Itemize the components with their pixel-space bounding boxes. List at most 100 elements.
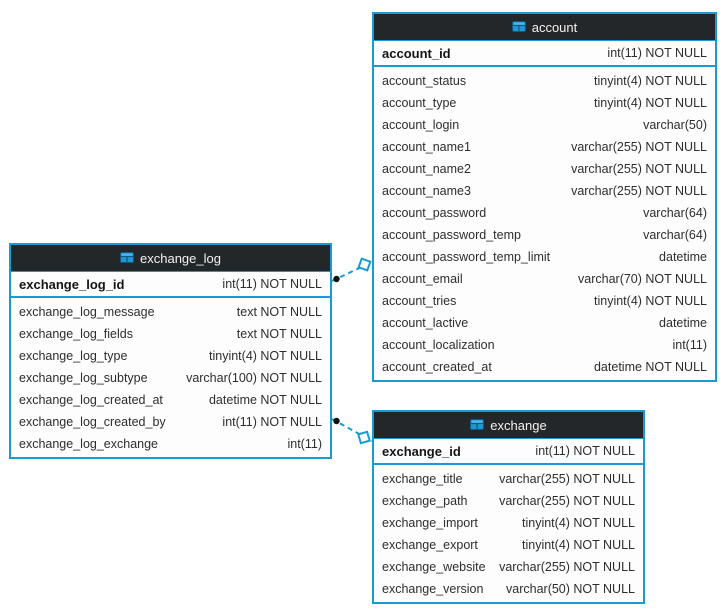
column-type: int(11) NOT NULL — [222, 277, 322, 291]
column-type: tinyint(4) NOT NULL — [522, 538, 635, 552]
column-name: account_login — [382, 118, 460, 132]
column-name: account_created_at — [382, 360, 492, 374]
field-row[interactable]: account_created_at datetime NOT NULL — [374, 356, 715, 378]
column-name: exchange_import — [382, 516, 478, 530]
column-type: tinyint(4) NOT NULL — [594, 74, 707, 88]
column-type: int(11) NOT NULL — [222, 415, 322, 429]
column-type: varchar(64) — [643, 228, 707, 242]
column-name: exchange_log_fields — [19, 327, 133, 341]
field-row[interactable]: exchange_export tinyint(4) NOT NULL — [374, 534, 643, 556]
field-row[interactable]: account_password varchar(64) — [374, 202, 715, 224]
column-type: int(11) NOT NULL — [607, 46, 707, 60]
column-name: exchange_website — [382, 560, 486, 574]
column-type: varchar(100) NOT NULL — [186, 371, 322, 385]
relationship-exchange_log-account[interactable] — [331, 256, 373, 283]
column-type: int(11) — [672, 338, 707, 352]
column-name: exchange_log_created_by — [19, 415, 166, 429]
field-row[interactable]: exchange_log_fields text NOT NULL — [11, 323, 330, 345]
column-type: varchar(255) NOT NULL — [571, 140, 707, 154]
column-type: text NOT NULL — [236, 305, 322, 319]
relationship-exchange_log-exchange[interactable] — [331, 417, 373, 447]
field-row[interactable]: account_tries tinyint(4) NOT NULL — [374, 290, 715, 312]
column-name: exchange_log_type — [19, 349, 128, 363]
primary-key-row[interactable]: exchange_id int(11) NOT NULL — [374, 439, 643, 465]
field-row[interactable]: exchange_log_message text NOT NULL — [11, 301, 330, 323]
column-type: datetime — [659, 250, 707, 264]
table-title: exchange — [490, 417, 547, 433]
field-row[interactable]: exchange_path varchar(255) NOT NULL — [374, 490, 643, 512]
field-row[interactable]: account_password_temp_limit datetime — [374, 246, 715, 268]
table-icon — [470, 418, 485, 433]
column-type: tinyint(4) NOT NULL — [594, 294, 707, 308]
relationship-diamond-end — [357, 430, 371, 445]
column-name: account_status — [382, 74, 467, 88]
field-row[interactable]: exchange_version varchar(50) NOT NULL — [374, 578, 643, 600]
field-row[interactable]: exchange_log_created_by int(11) NOT NULL — [11, 411, 330, 433]
field-row[interactable]: account_type tinyint(4) NOT NULL — [374, 92, 715, 114]
table-header[interactable]: exchange — [374, 412, 643, 439]
field-row[interactable]: account_lactive datetime — [374, 312, 715, 334]
field-row[interactable]: exchange_log_created_at datetime NOT NULL — [11, 389, 330, 411]
table-header[interactable]: exchange_log — [11, 245, 330, 272]
column-type: varchar(255) NOT NULL — [499, 494, 635, 508]
column-name: account_localization — [382, 338, 495, 352]
field-row[interactable]: exchange_log_type tinyint(4) NOT NULL — [11, 345, 330, 367]
column-type: varchar(50) — [643, 118, 707, 132]
column-name: exchange_log_exchange — [19, 437, 159, 451]
table-icon — [511, 20, 526, 35]
column-type: varchar(64) — [643, 206, 707, 220]
primary-key-row[interactable]: exchange_log_id int(11) NOT NULL — [11, 272, 330, 298]
relationship-diamond-end — [357, 257, 372, 272]
relationship-dot-end — [333, 417, 340, 425]
column-name: account_lactive — [382, 316, 469, 330]
column-name: exchange_log_id — [19, 276, 125, 292]
column-type: tinyint(4) NOT NULL — [209, 349, 322, 363]
column-name: exchange_export — [382, 538, 478, 552]
column-name: exchange_id — [382, 443, 461, 459]
column-type: datetime NOT NULL — [208, 393, 322, 407]
column-type: text NOT NULL — [236, 327, 322, 341]
table-card-exchange[interactable]: exchange exchange_id int(11) NOT NULL exc… — [372, 410, 645, 604]
column-name: account_type — [382, 96, 457, 110]
table-title: exchange_log — [140, 250, 221, 266]
column-type: tinyint(4) NOT NULL — [594, 96, 707, 110]
field-row[interactable]: account_localization int(11) — [374, 334, 715, 356]
column-name: exchange_version — [382, 582, 484, 596]
table-card-exchange_log[interactable]: exchange_log exchange_log_id int(11) NOT … — [9, 243, 332, 459]
field-row[interactable]: account_password_temp varchar(64) — [374, 224, 715, 246]
column-name: exchange_log_message — [19, 305, 155, 319]
column-type: varchar(70) NOT NULL — [578, 272, 707, 286]
column-name: exchange_title — [382, 472, 463, 486]
column-type: int(11) NOT NULL — [535, 444, 635, 458]
column-name: account_password_temp — [382, 228, 521, 242]
column-type: varchar(255) NOT NULL — [571, 162, 707, 176]
table-header[interactable]: account — [374, 14, 715, 41]
column-type: varchar(50) NOT NULL — [506, 582, 635, 596]
field-row[interactable]: account_status tinyint(4) NOT NULL — [374, 70, 715, 92]
column-type: datetime — [659, 316, 707, 330]
field-row[interactable]: account_login varchar(50) — [374, 114, 715, 136]
column-name: exchange_path — [382, 494, 468, 508]
relationship-dot-end — [333, 275, 340, 283]
column-name: exchange_log_created_at — [19, 393, 163, 407]
column-type: datetime NOT NULL — [593, 360, 707, 374]
column-name: account_password_temp_limit — [382, 250, 551, 264]
column-name: account_tries — [382, 294, 457, 308]
column-name: account_password — [382, 206, 487, 220]
